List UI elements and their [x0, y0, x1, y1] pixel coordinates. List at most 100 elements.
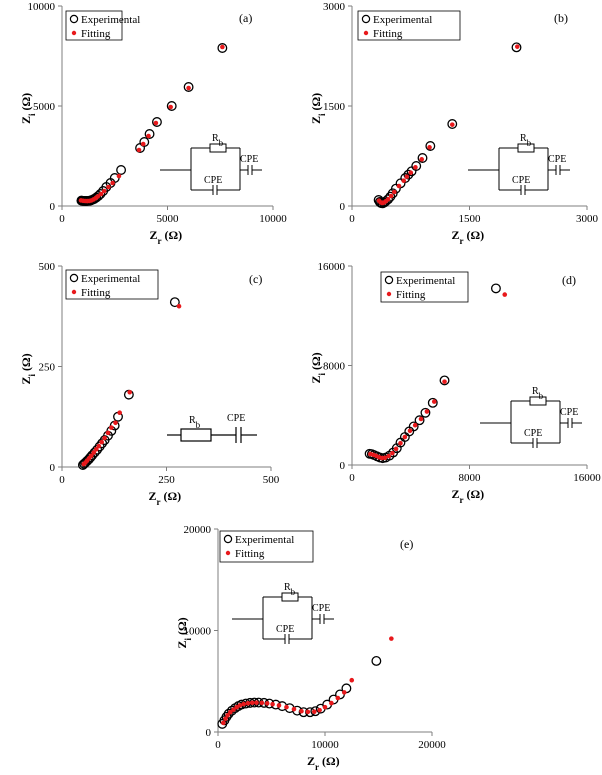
fitting-point [386, 453, 392, 459]
fitting-point [418, 416, 424, 422]
fitting-point [91, 450, 97, 455]
legend-fitting-label: Fitting [81, 287, 111, 299]
fitting-point [228, 709, 233, 715]
legend-box [65, 10, 123, 41]
y-axis-title: Zi (Ω) [309, 352, 327, 383]
y-tick-label: 0 [50, 462, 56, 474]
circuit-3-cpe-label: CPE [227, 413, 245, 424]
fitting-point [101, 188, 107, 194]
circuit-4-rb-label: Rb [532, 386, 544, 401]
legend-fitting-marker [225, 550, 231, 556]
fitting-point [96, 443, 102, 449]
fitting-point [116, 173, 122, 179]
circuit-1-cpe2-label: CPE [240, 154, 258, 165]
experimental-point [427, 397, 438, 408]
circuit-2-cpe-label: CPE [512, 175, 530, 186]
fitting-point [105, 430, 111, 436]
fitting-point [270, 701, 275, 707]
x-tick-label: 1500 [459, 213, 482, 225]
x-tick-label: 8000 [459, 472, 482, 484]
fitting-point [186, 85, 191, 91]
fitting-point [514, 44, 520, 49]
legend-fitting-marker [71, 289, 77, 295]
fitting-point [113, 420, 118, 426]
fitting-point [502, 292, 508, 297]
fitting-point [398, 440, 403, 446]
fitting-point [93, 447, 99, 452]
fitting-point [329, 700, 334, 706]
panel-label: (e) [400, 537, 413, 551]
fitting-point [408, 170, 414, 175]
fitting-point [237, 703, 243, 708]
circuit-5-cpe-label: CPE [276, 624, 294, 635]
fitting-point [390, 450, 395, 456]
y-tick-label: 10000 [184, 626, 212, 638]
fitting-point [407, 428, 413, 434]
x-tick-label: 5000 [157, 213, 180, 225]
fitting-point [382, 455, 388, 461]
fitting-point [106, 184, 111, 190]
fitting-point [231, 707, 236, 712]
legend-experimental-marker [223, 534, 233, 544]
fitting-point [276, 703, 282, 708]
fitting-point [223, 716, 228, 722]
experimental-point [97, 438, 108, 449]
experimental-point [166, 101, 177, 111]
fitting-point [412, 422, 418, 428]
fitting-point [221, 720, 226, 726]
fitting-point [264, 701, 270, 706]
experimental-point [80, 457, 91, 468]
y-tick-label: 16000 [318, 261, 346, 273]
y-axis-title: Zi (Ω) [19, 93, 37, 124]
fitting-point [402, 434, 408, 440]
legend-experimental-label: Experimental [81, 14, 140, 26]
fitting-point [341, 690, 347, 695]
legend-box [357, 10, 461, 41]
y-tick-label: 0 [340, 201, 346, 213]
fitting-point [168, 104, 173, 110]
x-tick-label: 10000 [311, 739, 339, 751]
fitting-point [388, 193, 394, 199]
y-tick-label: 500 [39, 261, 56, 273]
legend-experimental-marker [69, 14, 79, 24]
fitting-point [98, 191, 104, 197]
y-axis-title: Zi (Ω) [309, 93, 327, 124]
fitting-point [305, 709, 311, 715]
x-tick-label: 0 [349, 472, 355, 484]
panel-label: (a) [239, 11, 252, 25]
legend-fitting-label: Fitting [81, 28, 111, 40]
fitting-point [102, 435, 107, 441]
fitting-point [427, 145, 432, 150]
circuit-1-cpe-label: CPE [204, 175, 222, 186]
experimental-point [420, 407, 431, 418]
experimental-point [511, 42, 522, 53]
y-tick-label: 0 [340, 460, 346, 472]
legend-experimental-label: Experimental [235, 534, 294, 546]
y-axis-title: Zi (Ω) [19, 353, 37, 384]
fitting-point [385, 197, 391, 202]
x-tick-label: 0 [59, 213, 65, 225]
fitting-point [259, 700, 265, 706]
fitting-point [349, 677, 355, 683]
experimental-point [425, 141, 436, 151]
x-tick-label: 250 [158, 474, 175, 486]
legend-fitting-marker [71, 30, 77, 36]
fitting-point [299, 708, 304, 714]
experimental-point [151, 117, 162, 127]
fitting-point [401, 178, 407, 183]
experimental-point [414, 415, 425, 426]
fitting-point [389, 636, 394, 641]
fitting-point [88, 453, 94, 459]
experimental-point [490, 283, 501, 294]
fitting-point [335, 695, 341, 701]
legend-fitting-marker [363, 30, 369, 36]
y-tick-label: 1500 [323, 101, 346, 113]
x-tick-label: 0 [349, 213, 355, 225]
y-tick-label: 3000 [323, 1, 346, 13]
circuit-4-cpe-label: CPE [524, 428, 542, 439]
fitting-point [317, 707, 322, 713]
fitting-point [220, 44, 225, 50]
fitting-point [393, 446, 399, 452]
